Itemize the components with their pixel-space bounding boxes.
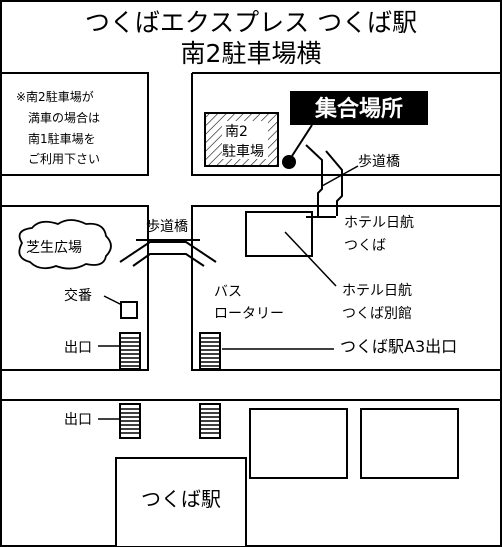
pedestrian-bridge-right bbox=[305, 144, 343, 216]
note-line4: ご利用下さい bbox=[28, 151, 100, 166]
police-box-label: 交番 bbox=[64, 287, 92, 304]
stairs-lower-left bbox=[119, 403, 141, 439]
exit-lower-label: 出口 bbox=[64, 412, 92, 428]
title-line2: 南2駐車場横 bbox=[181, 39, 322, 68]
parking-label-line1: 南2 bbox=[225, 124, 248, 140]
bus-terminal-line2: ロータリー bbox=[214, 306, 284, 322]
note-line1: ※南2駐車場が bbox=[16, 89, 94, 104]
hotel-annex-line1: ホテル日航 bbox=[342, 283, 412, 299]
road-blocks bbox=[1, 72, 502, 401]
hotel-name-line2: つくば bbox=[344, 238, 386, 254]
hotel-building bbox=[245, 211, 313, 257]
station-building bbox=[115, 457, 247, 546]
stairs-upper-right bbox=[199, 332, 221, 370]
meeting-point-badge bbox=[290, 91, 428, 125]
building-lower-1 bbox=[249, 408, 348, 479]
note-box: ※南2駐車場が 満車の場合は 南1駐車場を ご利用下さい bbox=[16, 89, 100, 166]
pedestrian-bridge-right-pointer bbox=[321, 165, 359, 187]
park-area bbox=[18, 219, 112, 270]
hotel-annex-pointer bbox=[284, 231, 337, 287]
parking-label-bg bbox=[222, 121, 268, 159]
station-exit-label: つくば駅A3出口 bbox=[340, 337, 457, 356]
pedestrian-bridge-left bbox=[119, 241, 217, 267]
title-line1: つくばエクスプレス つくば駅 bbox=[85, 8, 417, 37]
bus-terminal-line1: バス bbox=[214, 284, 242, 300]
stairs-lower-right bbox=[199, 403, 221, 439]
meeting-point-pointer bbox=[291, 124, 313, 157]
hotel-annex-line2: つくば別館 bbox=[342, 305, 412, 322]
pedestrian-bridge-left-label: 歩道橋 bbox=[146, 219, 188, 235]
meeting-point-label: 集合場所 bbox=[314, 96, 403, 122]
hotel-name-line1: ホテル日航 bbox=[344, 215, 414, 231]
building-lower-2 bbox=[360, 408, 459, 479]
note-line3: 南1駐車場を bbox=[28, 131, 96, 146]
station-label: つくば駅 bbox=[141, 487, 221, 511]
park-label: 芝生広場 bbox=[26, 240, 82, 256]
note-line2: 満車の場合は bbox=[28, 110, 100, 125]
exit-upper-label: 出口 bbox=[64, 340, 92, 356]
meeting-point-marker bbox=[282, 155, 296, 169]
stairs-upper-left bbox=[119, 332, 141, 370]
police-box bbox=[120, 301, 138, 319]
pedestrian-bridge-right-label: 歩道橋 bbox=[358, 154, 400, 170]
parking-label-line2: 駐車場 bbox=[222, 143, 264, 160]
